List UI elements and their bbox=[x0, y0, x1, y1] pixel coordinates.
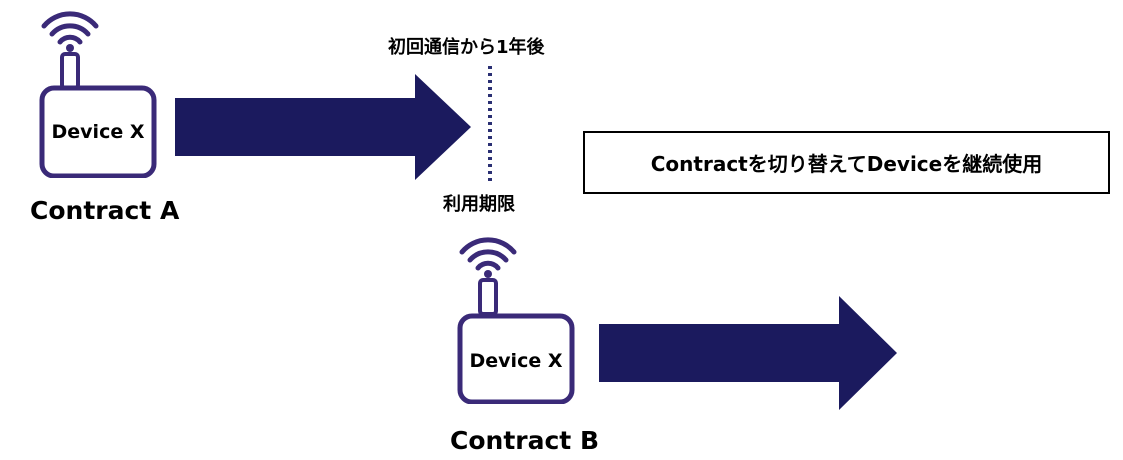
note-text: Contractを切り替えてDeviceを継続使用 bbox=[650, 152, 1043, 176]
note-box: Contractを切り替えてDeviceを継続使用 bbox=[583, 131, 1110, 194]
contract-b-label: Contract B bbox=[450, 426, 599, 455]
device-a-label: Device X bbox=[51, 121, 145, 143]
wifi-signal-icon bbox=[41, 11, 99, 45]
arrow-a bbox=[175, 74, 471, 180]
device-b-label: Device X bbox=[469, 350, 563, 372]
timeline-top-label: 初回通信から1年後 bbox=[388, 37, 545, 58]
router-device-icon bbox=[457, 237, 575, 404]
timeline-dotted-line bbox=[488, 66, 492, 184]
router-device-icon bbox=[39, 11, 157, 178]
arrow-b bbox=[599, 296, 897, 410]
timeline-bottom-label: 利用期限 bbox=[443, 194, 515, 215]
device-b: Device X Contract B bbox=[450, 234, 615, 454]
device-a: Device X Contract A bbox=[30, 8, 180, 228]
contract-a-label: Contract A bbox=[30, 196, 180, 225]
wifi-signal-icon bbox=[459, 237, 517, 271]
